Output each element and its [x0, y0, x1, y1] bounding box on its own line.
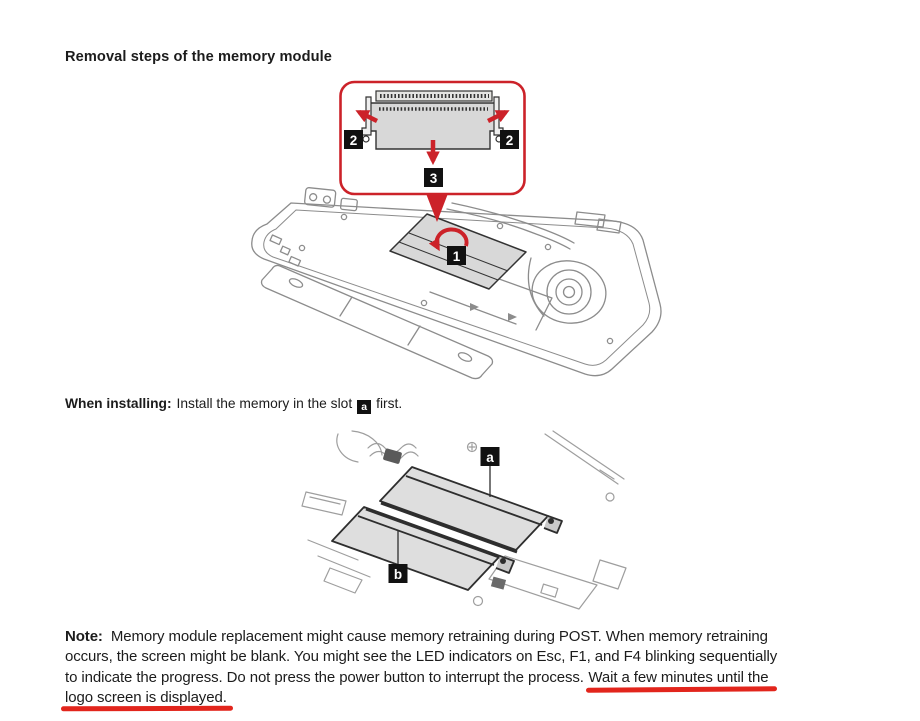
note-text-3: to indicate the progress. Do not press t… [65, 668, 584, 686]
svg-text:b: b [394, 567, 402, 582]
module-a-drawing [379, 466, 563, 554]
unlatch-arrow-right-icon [486, 109, 510, 124]
note-paragraph: Note: Memory module replacement might cau… [65, 627, 875, 709]
section-heading: Removal steps of the memory module [65, 49, 332, 65]
step-2-right-label: 2 [500, 130, 519, 149]
note-line-2: occurs, the screen might be blank. You m… [65, 647, 875, 667]
svg-text:a: a [486, 450, 494, 465]
connector-drawing [383, 448, 402, 464]
slot-a-inline-marker: a [357, 400, 372, 415]
svg-text:1: 1 [453, 249, 461, 264]
install-instruction-text-end: first. [376, 396, 403, 411]
slot-a-label: a [480, 447, 500, 497]
note-text-1: Memory module replacement might cause me… [110, 628, 768, 645]
memory-slot-location-figure: a b [301, 430, 627, 610]
svg-text:2: 2 [506, 133, 514, 148]
svg-text:2: 2 [350, 133, 358, 148]
fan-drawing [527, 257, 607, 324]
underlined-phrase-1: Wait a few minutes until the [588, 668, 769, 686]
callout-pointer-icon [426, 193, 448, 222]
svg-text:3: 3 [430, 171, 438, 186]
component-drawing [490, 576, 507, 590]
memory-removal-figure: 2 2 3 1 [251, 80, 662, 380]
note-label: Note: [65, 628, 103, 645]
callout-box: 2 2 3 [339, 80, 526, 196]
step-2-left-label: 2 [344, 130, 363, 149]
note-line-4: logo screen is displayed. [65, 688, 875, 708]
battery-drawing [260, 264, 494, 380]
flip-arrow-icon [428, 227, 469, 252]
slot-b-label: b [388, 530, 408, 583]
install-instruction-lead: When installing: [65, 396, 172, 411]
laptop-chassis-drawing [251, 187, 662, 380]
install-instruction: When installing: Install the memory in th… [65, 396, 403, 415]
screws-drawing [298, 213, 614, 345]
install-instruction-text: Install the memory in the slot [176, 396, 353, 411]
unlatch-arrow-left-icon [355, 109, 379, 124]
note-line-3: to indicate the progress. Do not press t… [65, 668, 875, 688]
side-ports-drawing [269, 234, 302, 267]
note-line-1: Note: Memory module replacement might cau… [65, 627, 875, 647]
background-line-art [301, 430, 627, 610]
module-b-drawing [331, 506, 515, 591]
step-3-label: 3 [424, 168, 443, 187]
heat-pipe-drawing [446, 202, 575, 250]
underlined-phrase-2: logo screen is displayed. [65, 689, 227, 707]
hinge-drawing [304, 187, 337, 208]
note-text-2: occurs, the screen might be blank. You m… [65, 648, 778, 666]
step-1-label: 1 [447, 246, 466, 265]
